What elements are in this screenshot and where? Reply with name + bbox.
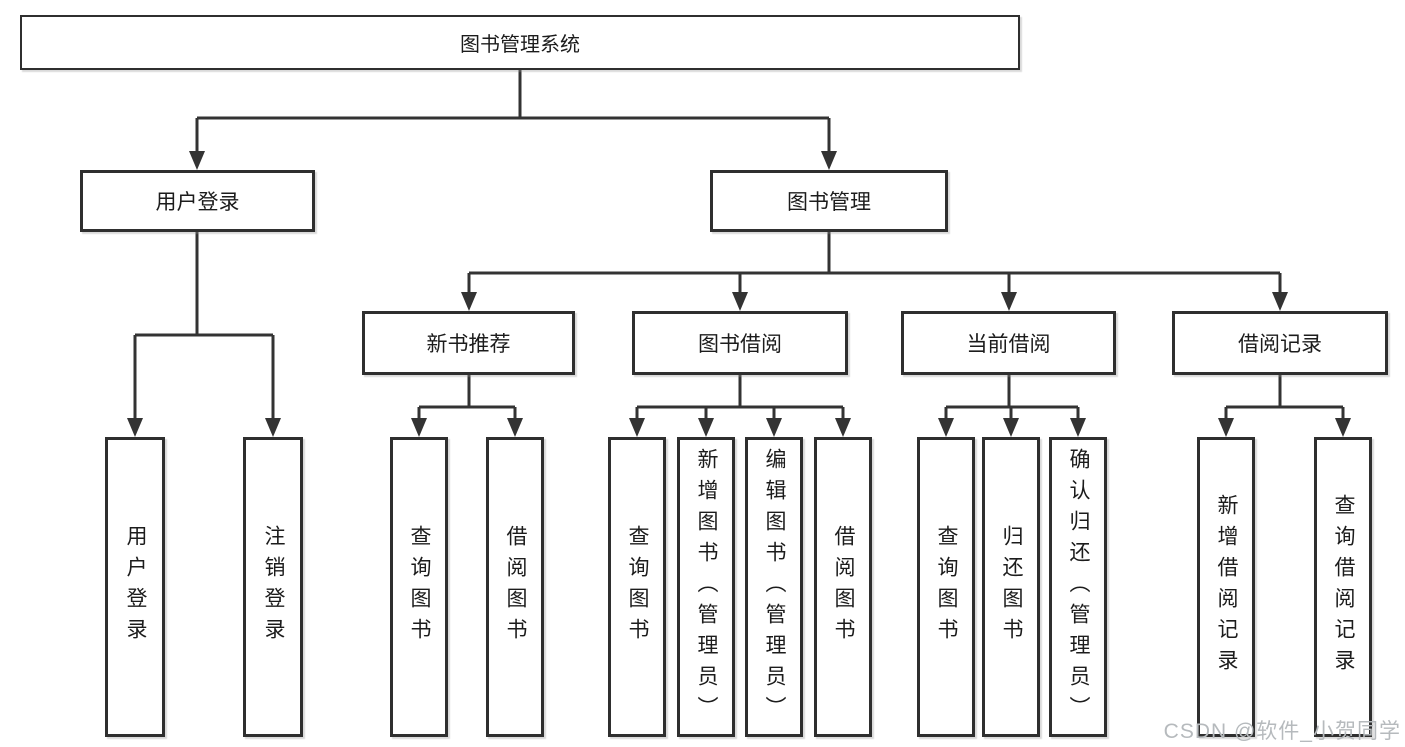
connector-borrowing-records-children [1218,375,1351,437]
leaf-query-borrow-record: 查询借阅记录 [1314,437,1372,737]
connector-line [467,232,1282,293]
connector-line [417,375,517,419]
node-label: 图书借阅 [698,333,782,356]
arrowhead [127,418,143,437]
node-label: 新增图书（管理员） [695,447,718,727]
leaf-recommend-query-books: 查询图书 [390,437,448,737]
node-label: 借阅记录 [1238,333,1322,356]
arrowhead [629,418,645,437]
leaf-current-query-books: 查询图书 [917,437,975,737]
arrowhead [1218,418,1234,437]
arrowhead [1070,418,1086,437]
arrowhead [821,151,837,170]
arrowhead [698,418,714,437]
arrowhead [461,292,477,311]
arrowhead [1001,292,1017,311]
connector-line [635,375,845,419]
leaf-recommend-borrow-books: 借阅图书 [486,437,544,737]
leaf-logout: 注销登录 [243,437,303,737]
arrowhead [1272,292,1288,311]
node-label: 当前借阅 [966,333,1051,356]
node-label: 查询图书 [408,525,431,649]
node-label: 图书管理系统 [460,34,580,56]
leaf-edit-books-admin: 编辑图书（管理员） [745,437,803,737]
arrowhead [189,151,205,170]
node-label: 查询借阅记录 [1332,494,1355,680]
connector-current-borrowing-children [938,375,1086,437]
leaf-return-books: 归还图书 [982,437,1040,737]
leaf-add-books-admin: 新增图书（管理员） [677,437,735,737]
csdn-watermark: CSDN @软件_小贺同学 [1163,720,1401,743]
node-label: 确认归还（管理员） [1067,447,1090,727]
connector-book-management-children [461,232,1288,311]
node-new-book-recommend: 新书推荐 [362,311,575,375]
arrowhead [732,292,748,311]
arrowhead [766,418,782,437]
leaf-borrowing-borrow-books: 借阅图书 [814,437,872,737]
node-label: 新增借阅记录 [1215,494,1238,680]
connector-book-borrowing-children [629,375,851,437]
leaf-confirm-return-admin: 确认归还（管理员） [1049,437,1107,737]
arrowhead [835,418,851,437]
leaf-add-borrow-record: 新增借阅记录 [1197,437,1255,737]
arrowhead [1003,418,1019,437]
arrowhead [411,418,427,437]
leaf-borrowing-query-books: 查询图书 [608,437,666,737]
connector-line [133,232,275,419]
node-library-system: 图书管理系统 [20,15,1020,70]
node-label: 归还图书 [1000,525,1023,649]
node-label: 借阅图书 [832,525,855,649]
node-user-login: 用户登录 [80,170,315,232]
node-label: 图书管理 [787,191,871,214]
arrowhead [265,418,281,437]
node-label: 注销登录 [262,525,285,649]
connector-line [195,70,831,152]
arrowhead [1335,418,1351,437]
node-label: 用户登录 [124,525,147,649]
node-label: 用户登录 [155,191,240,214]
node-label: 借阅图书 [504,525,527,649]
arrowhead [938,418,954,437]
node-label: 查询图书 [626,525,649,649]
node-label: 编辑图书（管理员） [763,447,786,727]
connector-line [944,375,1080,419]
arrowhead [507,418,523,437]
node-label: 查询图书 [935,525,958,649]
node-label: 新书推荐 [426,333,511,356]
node-borrowing-records: 借阅记录 [1172,311,1388,375]
connector-user-login-children [127,232,281,437]
node-current-borrowing: 当前借阅 [901,311,1116,375]
node-book-borrowing: 图书借阅 [632,311,848,375]
connector-new-book-recommend-children [411,375,523,437]
connector-line [1224,375,1345,419]
connector-root-to-level2 [189,70,837,170]
node-book-management: 图书管理 [710,170,948,232]
leaf-user-login: 用户登录 [105,437,165,737]
